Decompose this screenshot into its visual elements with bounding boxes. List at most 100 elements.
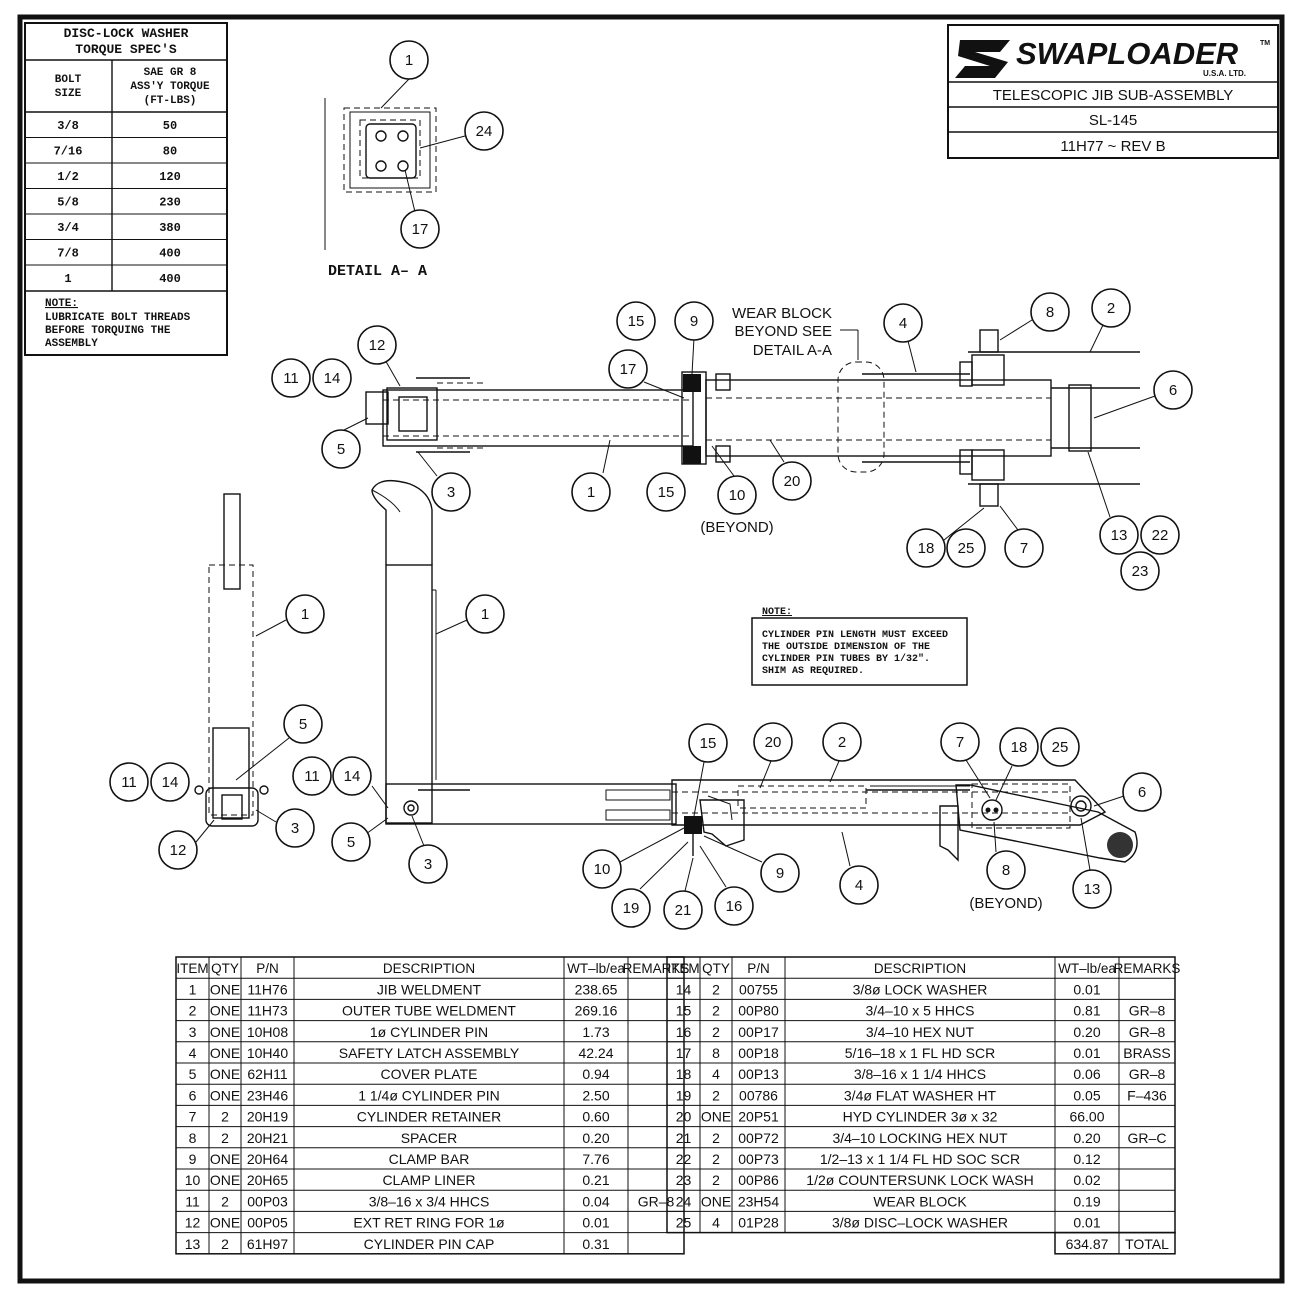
bom-cell: 00P73	[738, 1151, 779, 1167]
bom-cell: 22	[676, 1151, 692, 1167]
bom-cell: 0.31	[582, 1236, 609, 1252]
bom-cell: 11H76	[247, 981, 287, 997]
bom-cell: ONE	[210, 1003, 240, 1019]
item-balloon: 17	[608, 349, 648, 389]
bom-cell: GR–8	[1129, 1003, 1166, 1019]
balloon-number: 5	[337, 441, 345, 458]
item-balloon: 14	[150, 762, 190, 802]
bom-header-cell: REMARKS	[1114, 961, 1181, 976]
bom-cell: 0.01	[1073, 1045, 1100, 1061]
bom-header-cell: P/N	[747, 961, 770, 976]
bom-cell: 1/2–13 x 1 1/4 FL HD SOC SCR	[820, 1151, 1020, 1167]
bom-cell: 15	[676, 1003, 692, 1019]
bom-cell: 0.04	[582, 1193, 609, 1209]
item-balloon: 13	[1072, 869, 1112, 909]
bom-cell: 14	[676, 981, 692, 997]
bom-cell: 61H97	[247, 1236, 288, 1252]
item-balloon: 13	[1099, 515, 1139, 555]
cylinder-pin-note: NOTE: CYLINDER PIN LENGTH MUST EXCEED TH…	[751, 607, 968, 686]
wear-block-callout-1: WEAR BLOCK	[732, 305, 832, 322]
bom-cell: 0.81	[1073, 1003, 1100, 1019]
balloon-number: 3	[424, 856, 432, 873]
bom-cell: 18	[676, 1066, 692, 1082]
bom-cell: GR–8	[638, 1193, 675, 1209]
item-balloon: 8	[986, 850, 1026, 890]
bom-cell: 20H19	[247, 1109, 288, 1125]
bom-header-cell: ITEM	[176, 961, 208, 976]
bom-cell: 00786	[739, 1087, 778, 1103]
bom-cell: 1/2ø COUNTERSUNK LOCK WASH	[806, 1172, 1033, 1188]
bom-cell: HYD CYLINDER 3ø x 32	[843, 1109, 998, 1125]
detail-label: DETAIL A– A	[328, 263, 427, 280]
bom-cell: 0.94	[582, 1066, 609, 1082]
bom-cell: 0.01	[1073, 981, 1100, 997]
bom-cell: 00P18	[738, 1045, 779, 1061]
bom-cell: 0.01	[582, 1215, 609, 1231]
bom-cell: 3/4–10 HEX NUT	[866, 1024, 975, 1040]
torque-note-line-2: BEFORE TORQUING THE	[45, 325, 171, 337]
item-balloon: 21	[663, 890, 703, 930]
cylinder-note-line-4: SHIM AS REQUIRED.	[762, 666, 864, 677]
swaploader-logo: SWAPLOADER TM U.S.A. LTD.	[955, 36, 1270, 78]
bom-cell: COVER PLATE	[381, 1066, 478, 1082]
item-balloon: 3	[431, 472, 471, 512]
bom-cell: 62H11	[247, 1066, 287, 1082]
bom-cell: 0.60	[582, 1109, 609, 1125]
bom-cell: SPACER	[401, 1130, 458, 1146]
balloon-number: 1	[587, 484, 595, 501]
bom-cell: 2	[221, 1193, 229, 1209]
bom-cell: 12	[185, 1215, 201, 1231]
beyond-label-side: (BEYOND)	[969, 895, 1042, 912]
item-balloon: 1	[465, 594, 505, 634]
item-balloon: 6	[1122, 772, 1162, 812]
bom-cell: 01P28	[738, 1215, 779, 1231]
torque-value: 380	[159, 221, 181, 235]
bom-cell: SAFETY LATCH ASSEMBLY	[339, 1045, 520, 1061]
bom-cell: 0.01	[1073, 1215, 1100, 1231]
balloon-number: 15	[628, 313, 645, 330]
item-balloon: 12	[158, 830, 198, 870]
bom-cell: 00P86	[738, 1172, 779, 1188]
bom-cell: 2	[189, 1003, 197, 1019]
balloon-number: 14	[344, 768, 361, 785]
balloon-number: 12	[369, 337, 386, 354]
bom-cell: WEAR BLOCK	[873, 1193, 967, 1209]
bom-cell: 3/8–16 x 1 1/4 HHCS	[854, 1066, 986, 1082]
item-balloon: 18	[906, 528, 946, 568]
bom-cell: 5	[189, 1066, 197, 1082]
bom-cell: 0.02	[1073, 1172, 1100, 1188]
bom-cell: 3/4–10 x 5 HHCS	[866, 1003, 975, 1019]
bom-header-cell: WT–lb/ea	[1058, 961, 1116, 976]
bom-header-cell: P/N	[256, 961, 279, 976]
bom-cell: EXT RET RING FOR 1ø	[353, 1215, 505, 1231]
bom-cell: 00P72	[738, 1130, 779, 1146]
item-balloon: 11	[109, 762, 149, 802]
bom-cell: CLAMP BAR	[389, 1151, 470, 1167]
balloon-number: 2	[838, 734, 846, 751]
bom-cell: 7.76	[582, 1151, 609, 1167]
item-balloon: 1	[285, 594, 325, 634]
item-balloon: 11	[292, 756, 332, 796]
bom-cell: 17	[676, 1045, 692, 1061]
balloon-number: 5	[347, 834, 355, 851]
bom-cell: 00P80	[738, 1003, 779, 1019]
balloon-number: 19	[623, 900, 640, 917]
bom-cell: 7	[189, 1109, 197, 1125]
bom-cell: 00P17	[738, 1024, 779, 1040]
torque-note-line-1: LUBRICATE BOLT THREADS	[45, 312, 191, 324]
item-balloon: 15	[646, 472, 686, 512]
bom-cell: 10H08	[247, 1024, 288, 1040]
item-balloon: 24	[464, 111, 504, 151]
bom-cell: 2	[712, 1151, 720, 1167]
bom-cell: 23H54	[738, 1193, 779, 1209]
torque-note-line-3: ASSEMBLY	[45, 338, 98, 350]
bom-cell: 23	[676, 1172, 692, 1188]
wear-block-callout-3: DETAIL A-A	[753, 342, 832, 359]
bom-cell: 13	[185, 1236, 201, 1252]
torque-bolt-size: 3/8	[57, 119, 79, 133]
balloon-number: 6	[1169, 382, 1177, 399]
bom-cell: 20H64	[247, 1151, 288, 1167]
balloon-number: 18	[1011, 739, 1028, 756]
